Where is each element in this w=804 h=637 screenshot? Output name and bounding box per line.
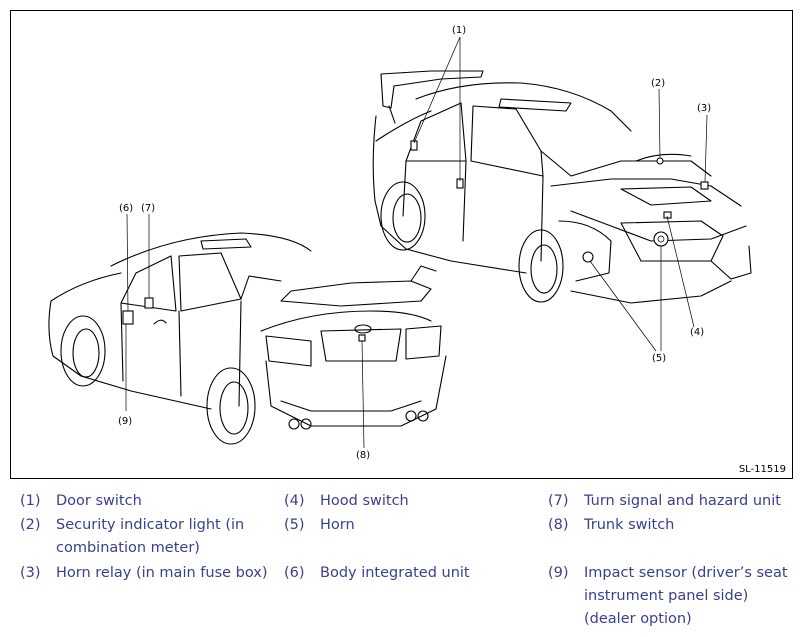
legend-number: (7)	[548, 493, 569, 509]
legend-label: Trunk switch	[584, 517, 675, 533]
legend-label: Security indicator light (in combination…	[56, 517, 245, 556]
figure-id: SL-11519	[738, 464, 786, 475]
legend: (1) Door switch (2) Security indicator l…	[20, 490, 800, 635]
legend-label: Body integrated unit	[320, 565, 470, 581]
callout-4: (4)	[690, 327, 704, 338]
leader-lines	[125, 36, 708, 449]
legend-label: Door switch	[56, 493, 142, 509]
callout-2: (2)	[651, 78, 665, 89]
legend-label: Turn signal and hazard unit	[584, 493, 781, 509]
callout-labels: (1) (2) (3) (4) (5) (6) (7) (8) (9)	[118, 25, 711, 461]
callout-7: (7)	[141, 203, 155, 214]
legend-number: (5)	[284, 517, 305, 533]
callout-8: (8)	[356, 450, 370, 461]
legend-number: (6)	[284, 565, 305, 581]
callout-6: (6)	[119, 203, 133, 214]
legend-number: (8)	[548, 517, 569, 533]
legend-label: Impact sensor (driver’s seat instrument …	[584, 565, 788, 627]
legend-label: Horn relay (in main fuse box)	[56, 565, 268, 581]
legend-label: Horn	[320, 517, 355, 533]
callout-1: (1)	[452, 25, 466, 36]
callout-5: (5)	[652, 353, 666, 364]
callout-3: (3)	[697, 103, 711, 114]
front-car	[372, 70, 752, 304]
legend-number: (3)	[20, 565, 41, 581]
legend-label: Hood switch	[320, 493, 409, 509]
legend-number: (2)	[20, 517, 41, 533]
callout-9: (9)	[118, 416, 132, 427]
car-illustrations: (1) (2) (3) (4) (5) (6) (7) (8) (9)	[48, 25, 752, 461]
legend-number: (9)	[548, 565, 569, 581]
rear-car	[48, 232, 447, 445]
legend-number: (1)	[20, 493, 41, 509]
legend-number: (4)	[284, 493, 305, 509]
vehicle-diagram: (1) (2) (3) (4) (5) (6) (7) (8) (9) SL-1…	[10, 10, 793, 479]
